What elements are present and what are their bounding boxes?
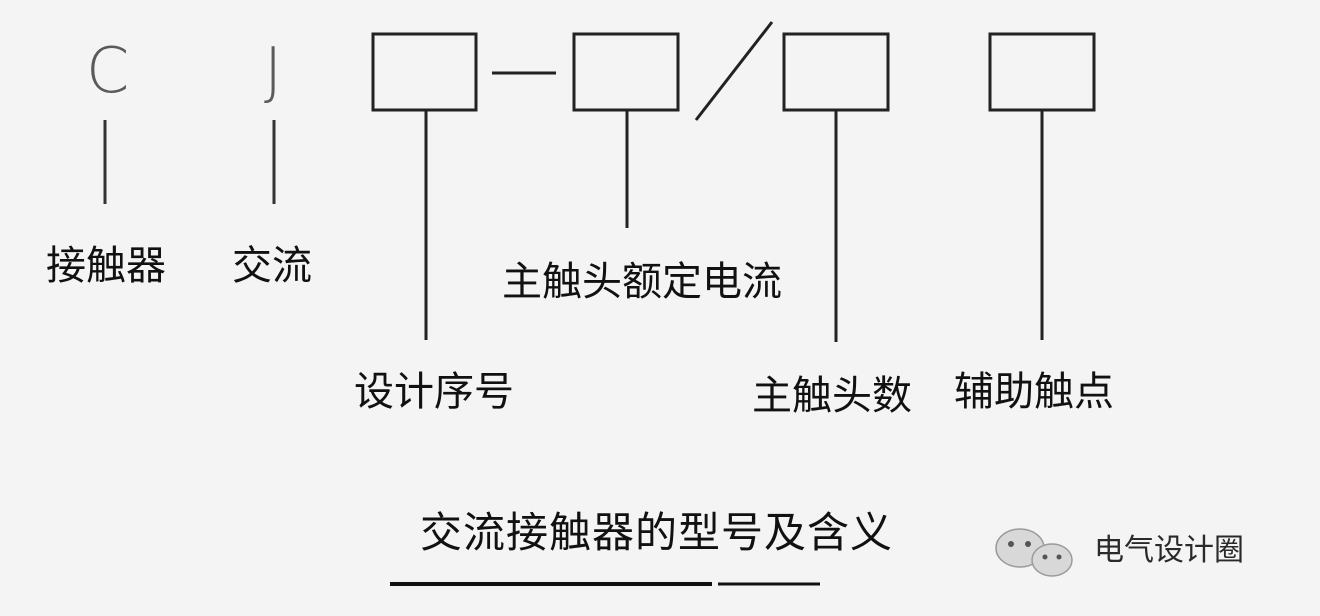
label-rated-current: 主触头额定电流 — [502, 259, 782, 305]
label-design-no: 设计序号 — [354, 369, 514, 415]
slash-separator — [694, 21, 774, 121]
label-ac: 交流 — [232, 243, 312, 289]
rated-current-box — [572, 32, 680, 112]
aux-contacts-box — [988, 32, 1096, 112]
watermark-text: 电气设计圈 — [1094, 533, 1244, 568]
letter-c: C — [86, 34, 130, 107]
diagram-title: 交流接触器的型号及含义 — [420, 508, 894, 557]
letter-j: J — [264, 34, 283, 107]
main-contacts-box — [782, 32, 890, 112]
wechat-icon — [995, 528, 1073, 577]
design-no-box — [371, 32, 478, 112]
label-main-contacts: 主触头数 — [752, 373, 912, 419]
label-aux-contacts: 辅助触点 — [954, 369, 1114, 415]
label-contactor: 接触器 — [46, 243, 166, 289]
